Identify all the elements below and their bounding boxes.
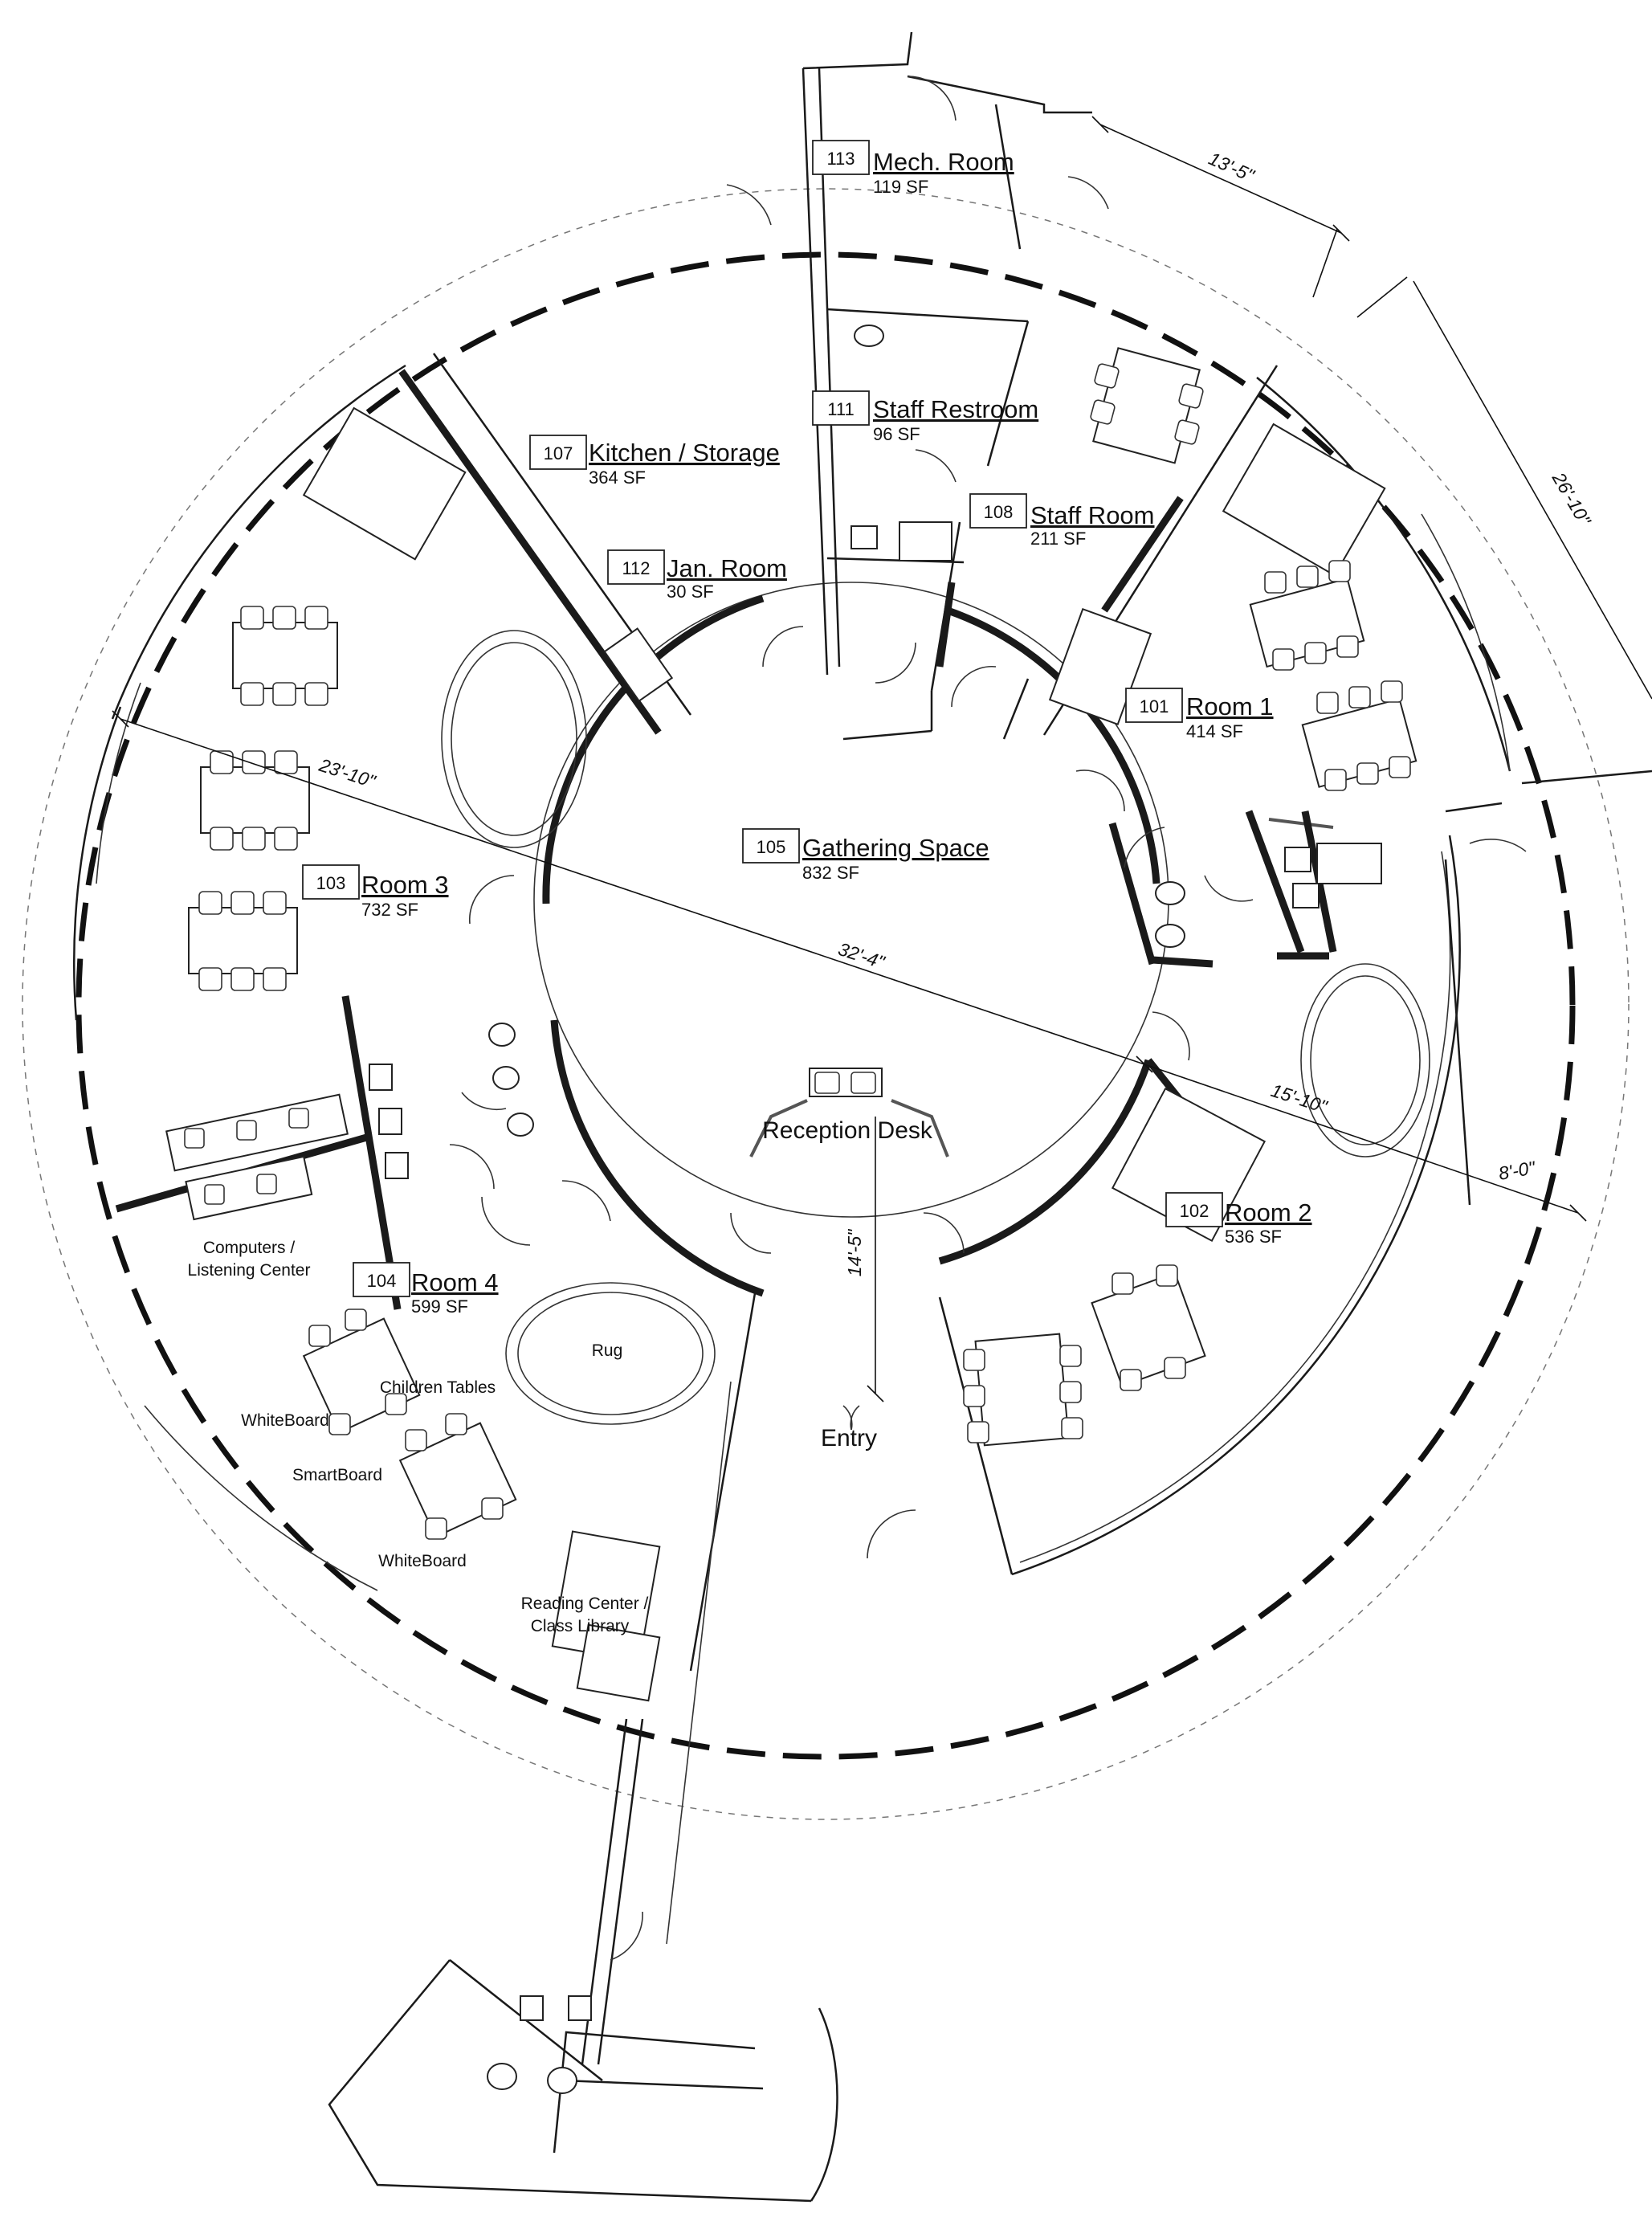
room-tag-102: 102 Room 2 536 SF: [1165, 1192, 1312, 1247]
room-area: 119 SF: [873, 177, 928, 197]
table-group-r1b: [1249, 560, 1365, 671]
room-number: 111: [827, 399, 854, 419]
whiteboard-label-1: WhiteBoard: [241, 1411, 329, 1430]
computers-label-line1: Computers /: [203, 1239, 296, 1257]
room-name: Staff Room: [1030, 501, 1155, 529]
room-name: Room 3: [361, 871, 449, 899]
room-number: 105: [757, 837, 786, 857]
room-area: 414 SF: [1186, 721, 1243, 741]
room-name: Room 2: [1225, 1198, 1312, 1227]
table-group-r3b: [200, 750, 310, 851]
furniture: [165, 325, 1417, 2094]
south-annex: [328, 1718, 838, 2203]
room-number: 102: [1180, 1201, 1209, 1221]
room-area: 364 SF: [589, 467, 646, 488]
room-name: Mech. Room: [873, 148, 1014, 176]
room-tag-101: 101 Room 1 414 SF: [1125, 688, 1274, 741]
partition-walls: [115, 353, 1652, 1945]
room-name: Jan. Room: [667, 554, 787, 582]
table-group-r1a: [1090, 347, 1204, 464]
room-number: 107: [544, 443, 573, 463]
room-number: 108: [984, 502, 1014, 522]
room-number: 104: [367, 1271, 397, 1291]
room-area: 832 SF: [802, 863, 859, 883]
outer-dashed-circle: [22, 188, 1630, 1820]
table-group-r2a: [1091, 1264, 1206, 1391]
room-tag-104: 104 Room 4 599 SF: [353, 1262, 499, 1317]
room-number: 101: [1140, 696, 1169, 717]
table-group-r3a: [232, 606, 338, 706]
room-name: Room 1: [1186, 692, 1274, 721]
rug-shape: [505, 1282, 716, 1425]
rug-label: Rug: [592, 1341, 623, 1360]
room-tag-108: 108 Staff Room 211 SF: [969, 493, 1155, 549]
room-name: Kitchen / Storage: [589, 439, 780, 467]
room-number: 103: [316, 873, 346, 893]
dimension-13-5: 13'-5": [1205, 148, 1258, 186]
door-swings: [449, 76, 1527, 1961]
reception-desk: [749, 1068, 949, 1157]
table-group-r4b: [398, 1413, 517, 1540]
room-area: 30 SF: [667, 582, 714, 602]
computer-desks: [165, 1093, 349, 1221]
table-group-r1c: [1301, 680, 1417, 791]
dimension-26-10: 26'-10": [1548, 468, 1596, 530]
room-area: 211 SF: [1030, 529, 1086, 549]
rug-ovals: [441, 630, 1430, 1425]
computers-label-line2: Listening Center: [188, 1261, 311, 1280]
room-tag-113: 113 Mech. Room 119 SF: [812, 140, 1014, 197]
room-tag-107: 107 Kitchen / Storage 364 SF: [529, 435, 780, 488]
entry-label: Entry: [821, 1425, 877, 1451]
room-area: 732 SF: [361, 900, 418, 920]
dimension-15-10: 15'-10": [1269, 1080, 1332, 1117]
reading-label-line1: Reading Center /: [521, 1594, 649, 1613]
restroom-fixtures: [369, 325, 1320, 2094]
room-area: 536 SF: [1225, 1227, 1282, 1247]
children-tables-label: Children Tables: [380, 1378, 496, 1397]
smartboard-label: SmartBoard: [292, 1466, 382, 1484]
room-tag-105: 105 Gathering Space 832 SF: [742, 828, 989, 883]
dimension-23-10: 23'-10": [316, 754, 380, 793]
dimension-8-0: 8'-0": [1497, 1157, 1538, 1184]
room-tag-111: 111 Staff Restroom 96 SF: [812, 390, 1038, 444]
room-area: 96 SF: [873, 424, 920, 444]
building-dashed-perimeter: [75, 251, 1576, 1760]
dimension-lines: [112, 116, 1652, 1402]
annotation-labels: Reception Desk Entry Rug Children Tables…: [188, 1117, 933, 1635]
service-block-walls: [802, 31, 1092, 741]
whiteboard-label-2: WhiteBoard: [378, 1552, 467, 1570]
room-name: Gathering Space: [802, 834, 989, 862]
outer-boundaries: [22, 188, 1630, 1820]
table-group-r2b: [963, 1333, 1083, 1447]
reception-desk-label: Reception Desk: [762, 1117, 933, 1144]
dimension-14-5: 14'-5": [844, 1228, 865, 1276]
reading-label-line2: Class Library: [531, 1617, 630, 1635]
room-tag-103: 103 Room 3 732 SF: [302, 864, 449, 920]
room-tag-112: 112 Jan. Room 30 SF: [607, 549, 787, 602]
dimension-32-4: 32'-4": [836, 938, 889, 973]
room-name: Room 4: [411, 1268, 499, 1296]
table-group-r4a: [302, 1309, 421, 1435]
exterior-walls: [72, 364, 1511, 1591]
room-name: Staff Restroom: [873, 395, 1038, 423]
room-number: 113: [826, 149, 855, 169]
room-number: 112: [622, 558, 650, 578]
room-area: 599 SF: [411, 1296, 468, 1317]
table-group-r3c: [188, 891, 298, 991]
